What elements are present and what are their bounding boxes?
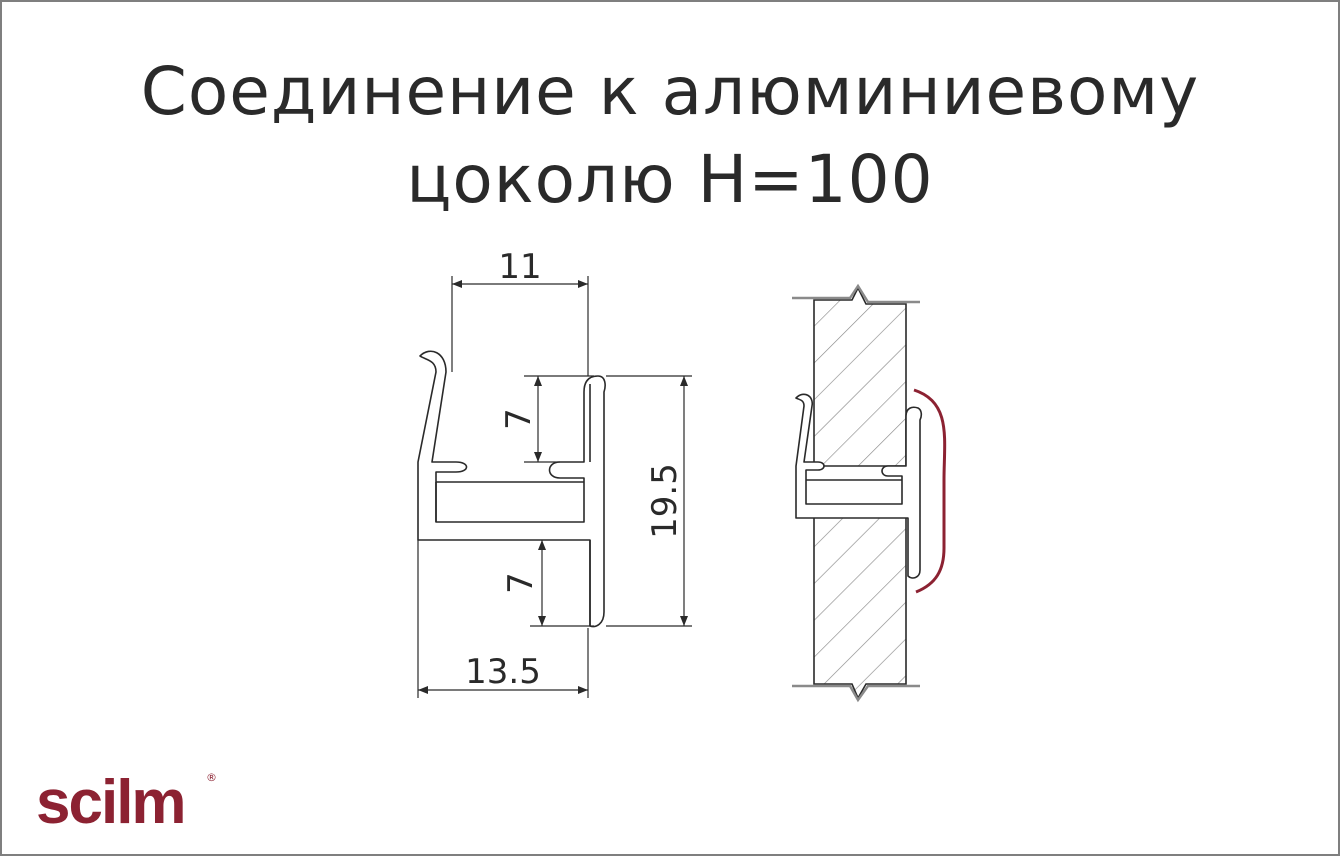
dim-upper-slot-label: 7 <box>499 408 539 430</box>
dim-bottom-width <box>417 540 589 698</box>
dim-lower-slot-label: 7 <box>501 572 541 594</box>
panel-upper <box>813 286 907 467</box>
page-title: Соединение к алюминиевому цоколю H=100 <box>0 48 1340 224</box>
break-line-bottom <box>792 684 920 703</box>
profile-cavity <box>435 481 584 522</box>
dim-total-height <box>606 375 692 627</box>
registered-mark: ® <box>206 771 217 784</box>
dim-top-width-label: 11 <box>498 247 541 287</box>
dim-bottom-width-label: 13.5 <box>465 652 541 692</box>
installation-detail <box>792 283 947 703</box>
title-line-2: цоколю H=100 <box>406 141 934 218</box>
mounted-profile <box>795 393 923 579</box>
brand-logo: scilm <box>36 768 187 837</box>
seal-arc <box>913 388 947 594</box>
panel-lower <box>813 515 907 700</box>
dim-top-width <box>451 276 589 376</box>
break-line-top <box>792 283 920 304</box>
title-line-1: Соединение к алюминиевому <box>140 53 1200 130</box>
dim-lower-slot <box>530 540 594 627</box>
dim-upper-slot <box>524 375 594 463</box>
dim-total-height-label: 19.5 <box>645 463 685 539</box>
